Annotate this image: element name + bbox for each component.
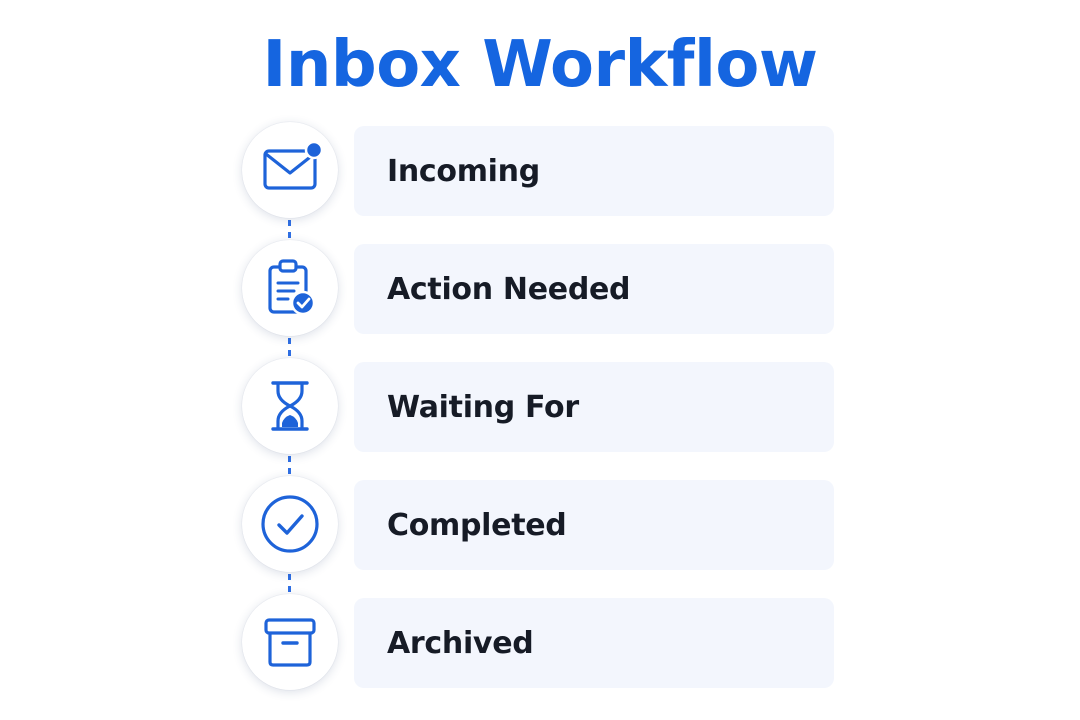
connector-line <box>288 574 291 592</box>
step-label: Waiting For <box>387 389 579 425</box>
connector-line <box>288 456 291 474</box>
step-card-archived: Archived <box>354 598 834 688</box>
step-label: Completed <box>387 507 567 543</box>
step-card-action-needed: Action Needed <box>354 244 834 334</box>
step-card-completed: Completed <box>354 480 834 570</box>
envelope-notification-icon <box>258 138 322 202</box>
step-card-incoming: Incoming <box>354 126 834 216</box>
check-circle-icon <box>258 492 322 556</box>
connector-line <box>288 220 291 238</box>
step-icon-circle <box>242 358 338 454</box>
step-icon-circle <box>242 594 338 690</box>
step-card-waiting-for: Waiting For <box>354 362 834 452</box>
connector-line <box>288 338 291 356</box>
archive-box-icon <box>258 610 322 674</box>
diagram-title: Inbox Workflow <box>262 28 819 102</box>
step-label: Incoming <box>387 153 540 189</box>
clipboard-check-icon <box>258 256 322 320</box>
step-icon-circle <box>242 476 338 572</box>
hourglass-icon <box>258 374 322 438</box>
step-label: Action Needed <box>387 271 631 307</box>
step-icon-circle <box>242 122 338 218</box>
step-icon-circle <box>242 240 338 336</box>
step-label: Archived <box>387 625 534 661</box>
